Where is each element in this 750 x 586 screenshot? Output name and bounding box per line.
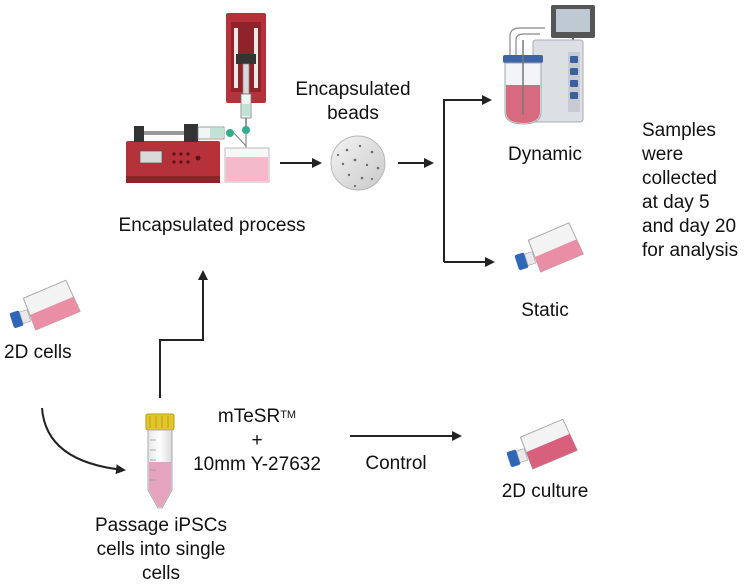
encapsulated-beads-line-1: Encapsulated	[295, 79, 411, 100]
syringe-pump-icon	[126, 13, 270, 183]
conical-tube-icon	[145, 413, 175, 509]
samples-line-2: were	[642, 144, 684, 165]
samples-line-6: for analysis	[642, 240, 739, 261]
bead-icon	[330, 135, 386, 191]
encapsulated-beads-label: Encapsulated beads	[283, 78, 423, 126]
cells-2d-label: 2D cells	[4, 342, 72, 363]
arrow-tube-to-process	[159, 270, 208, 398]
dynamic-label: Dynamic	[508, 144, 582, 165]
medium-plus: +	[251, 430, 263, 451]
arrow-branch-dynamic	[443, 95, 492, 262]
flow-arrows	[41, 95, 495, 475]
samples-line-5: and day 20	[642, 216, 737, 237]
encapsulated-process-label: Encapsulated process	[118, 215, 306, 236]
bioreactor-icon	[503, 5, 595, 125]
passage-label: Passage iPSCs cells into single cells	[76, 514, 246, 586]
samples-line-1: Samples	[642, 120, 716, 141]
medium-inhibitor: 10mm Y-27632	[193, 454, 321, 475]
arrow-cells-to-tube	[41, 407, 126, 475]
medium-label: mTeSRTM + 10mm Y-27632	[182, 405, 332, 477]
passage-line-2: cells into single	[96, 539, 226, 560]
passage-line-3: cells	[141, 563, 180, 584]
samples-note: Samples were collected at day 5 and day …	[642, 119, 750, 263]
medium-name: mTeSRTM	[182, 405, 332, 429]
samples-line-3: collected	[642, 168, 717, 189]
encapsulated-beads-line-2: beads	[327, 103, 379, 124]
control-label: Control	[365, 453, 427, 474]
static-label: Static	[521, 300, 569, 321]
culture-2d-label: 2D culture	[501, 481, 589, 502]
medium-trademark: TM	[280, 409, 297, 421]
culture-flask-icon	[514, 222, 584, 273]
passage-line-1: Passage iPSCs	[94, 515, 227, 536]
culture-flask-icon	[9, 279, 81, 331]
medium-name-text: mTeSR	[217, 406, 281, 427]
culture-flask-icon	[506, 418, 578, 470]
samples-line-4: at day 5	[642, 192, 710, 213]
